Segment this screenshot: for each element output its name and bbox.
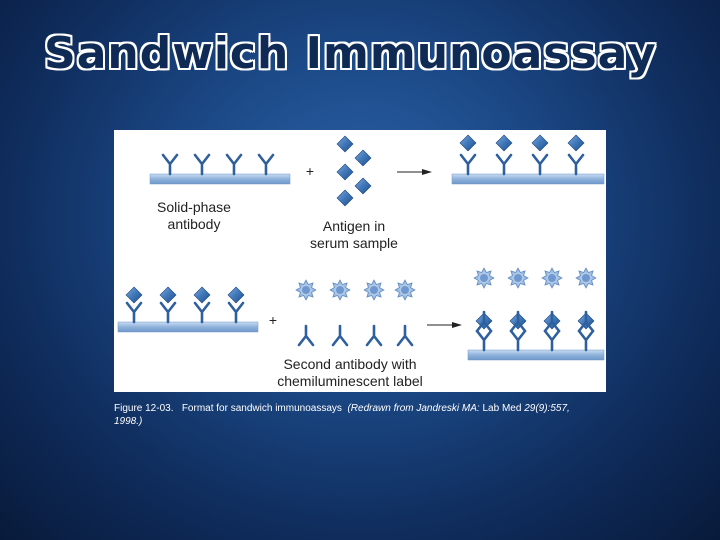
antigen-icon	[336, 189, 354, 207]
antibody-icon	[531, 153, 549, 176]
plus-sign: +	[306, 163, 314, 179]
solid-phase-bar	[149, 173, 291, 185]
label-antigen-line1: Antigen in	[323, 218, 385, 234]
figure-caption: Figure 12-03. Format for sandwich immuno…	[114, 402, 584, 428]
caption-text: Format for sandwich immunoassays	[181, 403, 342, 414]
antibody-icon	[495, 153, 513, 176]
label-antigen-line2: serum sample	[310, 235, 398, 251]
chemiluminescent-label-icon	[541, 267, 563, 289]
chemiluminescent-label-icon	[575, 267, 597, 289]
slide-title: Sandwich Immunoassay	[44, 28, 657, 79]
sandwich-complex	[467, 267, 605, 361]
caption-figure-id: Figure 12-03.	[114, 403, 174, 414]
antibody-antigen-complex	[451, 134, 605, 185]
caption-source: (Redrawn from Jandreski MA:	[347, 403, 480, 414]
antibody-icon	[543, 329, 561, 352]
antigen-icon	[531, 134, 549, 152]
antigen-icon	[336, 163, 354, 181]
reaction-arrow	[397, 169, 432, 175]
antibody-icon	[577, 329, 595, 352]
label-solid-phase-line1: Solid-phase	[157, 199, 231, 215]
antibody-icon	[459, 153, 477, 176]
antigen-icon	[354, 177, 372, 195]
antigen-icon	[125, 286, 143, 304]
chemiluminescent-label-icon	[394, 279, 416, 301]
chemiluminescent-label-icon	[507, 267, 529, 289]
antibody-icon	[509, 329, 527, 352]
immunoassay-figure: Solid-phase antibody + Antigen in serum …	[114, 130, 606, 392]
label-second-ab-line2: chemiluminescent label	[277, 373, 423, 389]
antigen-icon	[495, 134, 513, 152]
antibody-icon	[225, 153, 243, 176]
label-solid-phase-line2: antibody	[168, 216, 221, 232]
antigen-icon	[159, 286, 177, 304]
antibody-icon	[475, 329, 493, 352]
antigen-icon	[567, 134, 585, 152]
chemiluminescent-label-icon	[295, 279, 317, 301]
antibody-icon	[257, 153, 275, 176]
antibody-icon	[193, 301, 211, 324]
antibody-icon	[365, 324, 383, 347]
antigen-icon	[227, 286, 245, 304]
antibody-icon	[396, 324, 414, 347]
antigen-icon	[193, 286, 211, 304]
reaction-arrow-2	[427, 322, 462, 328]
caption-reference: 29(9):557, 1998.)	[114, 403, 570, 427]
antigen-icon	[459, 134, 477, 152]
antibody-icon	[159, 301, 177, 324]
antibody-icon	[161, 153, 179, 176]
antigen-group	[336, 135, 372, 207]
labeled-second-antibody-group	[295, 279, 416, 347]
label-second-ab-line1: Second antibody with	[283, 356, 416, 372]
caption-journal: Lab Med	[482, 403, 522, 414]
chemiluminescent-label-icon	[329, 279, 351, 301]
antigen-icon	[336, 135, 354, 153]
plus-sign-2: +	[269, 312, 277, 328]
chemiluminescent-label-icon	[473, 267, 495, 289]
antibody-icon	[125, 301, 143, 324]
antibody-icon	[297, 324, 315, 347]
antibody-icon	[331, 324, 349, 347]
antibody-icon	[193, 153, 211, 176]
antibody-icon	[567, 153, 585, 176]
chemiluminescent-label-icon	[363, 279, 385, 301]
antigen-icon	[354, 149, 372, 167]
antibody-icon	[227, 301, 245, 324]
solid-phase-antibody-group	[149, 153, 291, 185]
bound-antigen-group	[117, 286, 259, 333]
